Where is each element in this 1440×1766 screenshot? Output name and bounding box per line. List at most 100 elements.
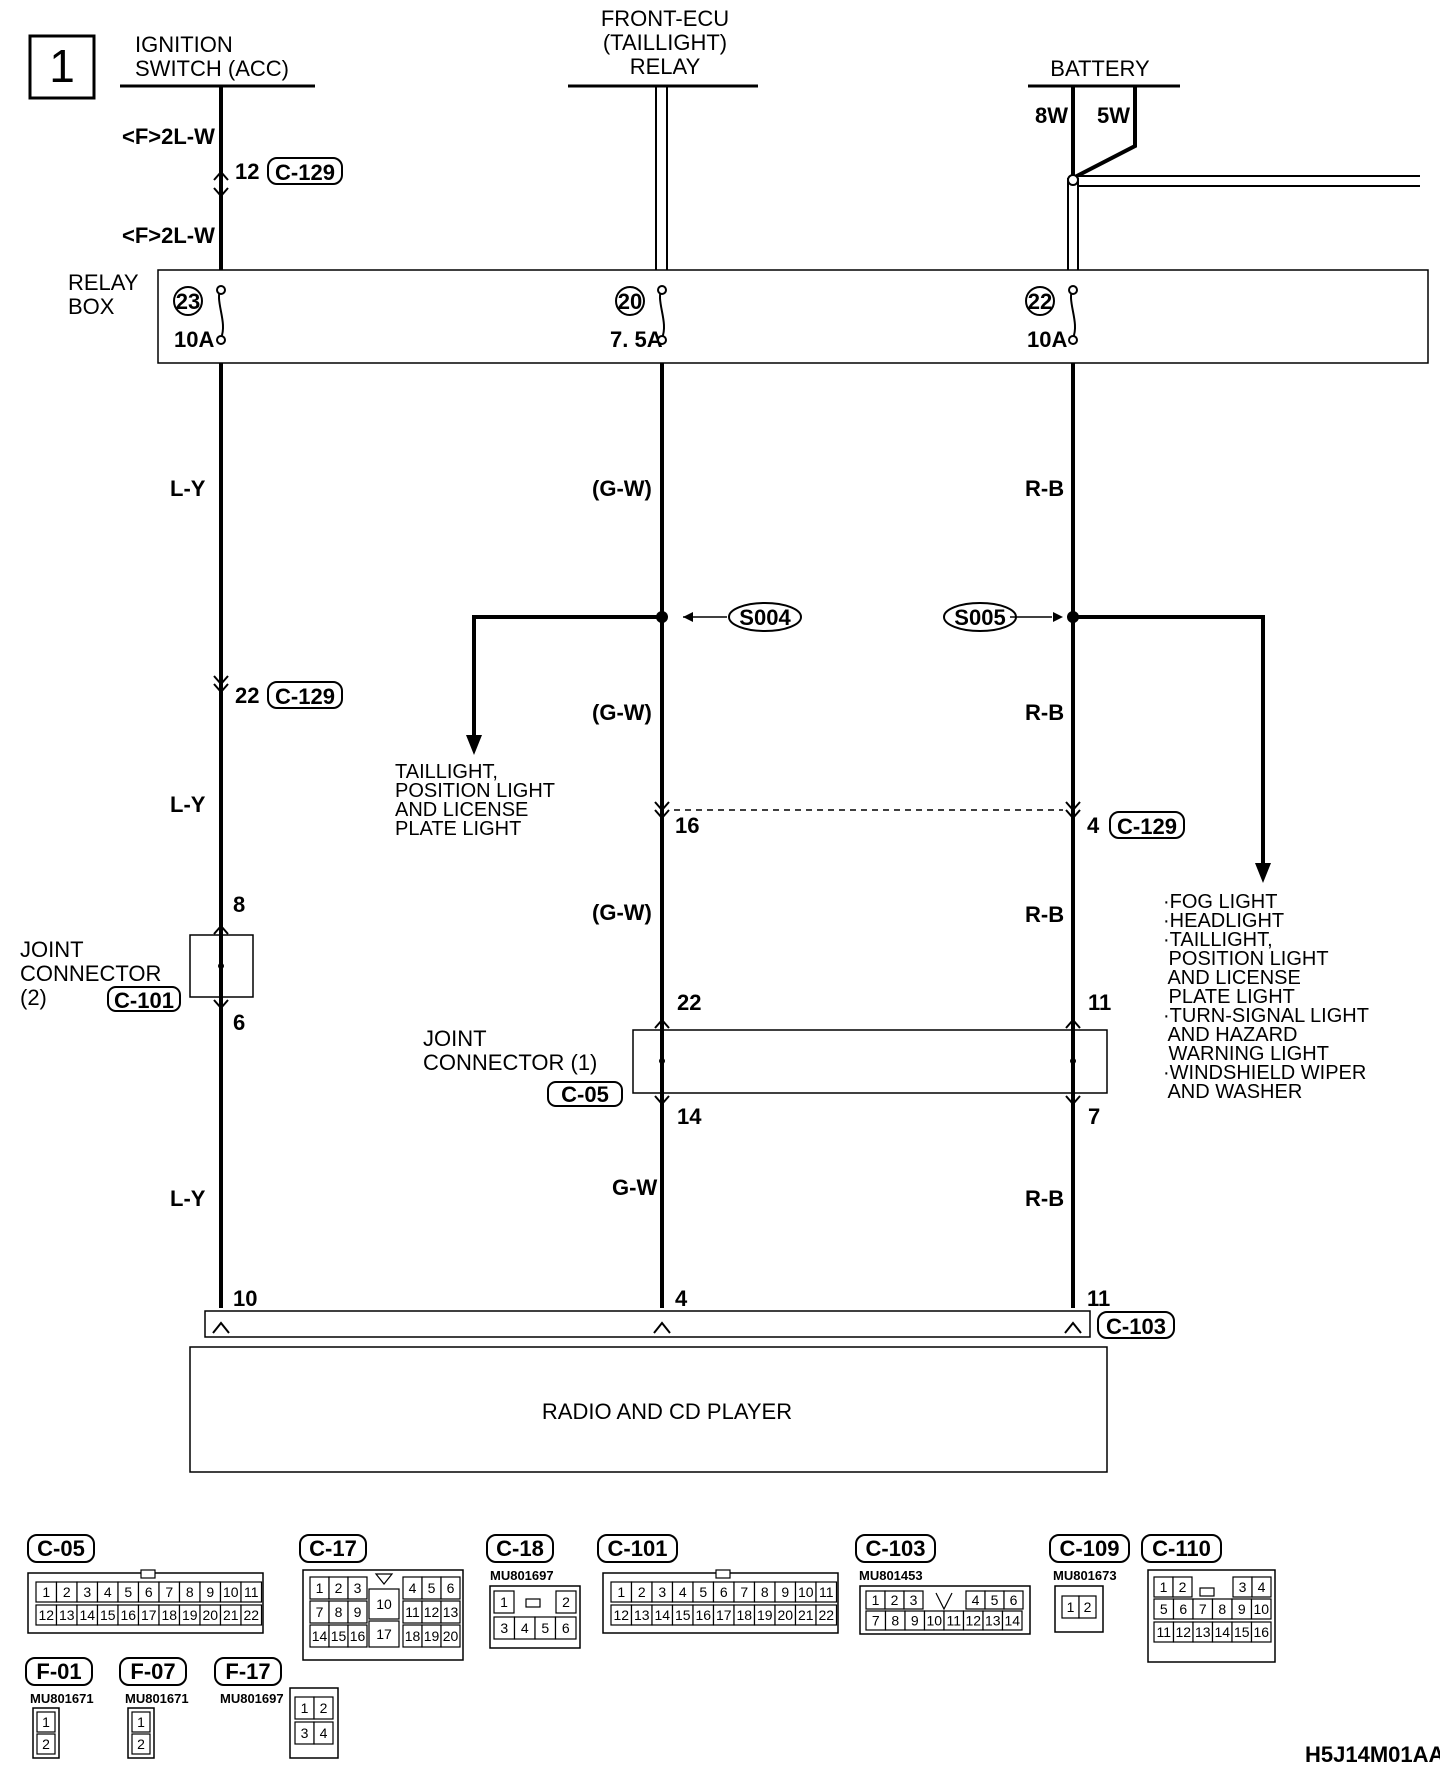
f17-part-number: MU801697 [220, 1691, 284, 1706]
c17-pin-label: 19 [424, 1628, 440, 1644]
f17-pin-label: 4 [320, 1725, 328, 1741]
ignition-switch-source: IGNITION SWITCH (ACC) [120, 32, 315, 88]
battery-branch-6: PLATE LIGHT [1163, 986, 1295, 1008]
c101-pin-label: 19 [757, 1607, 773, 1623]
c05-pin-label: 15 [100, 1607, 116, 1623]
battery-branch-11: AND WASHER [1163, 1081, 1302, 1103]
c17-pin-label: 11 [405, 1604, 420, 1620]
c101-pin-label: 3 [658, 1584, 666, 1600]
f07-pin-label: 1 [137, 1714, 145, 1730]
jc1-label-2: CONNECTOR (1) [423, 1050, 597, 1075]
c103-pin-label: 13 [985, 1613, 1001, 1629]
c103-pin-label: 11 [946, 1613, 961, 1629]
c110-tag-label: C-110 [1152, 1536, 1211, 1561]
c17-pin-label: 17 [376, 1626, 392, 1642]
c17-pin-label: 8 [335, 1604, 343, 1620]
c17-pin-label: 20 [443, 1628, 459, 1644]
c05-cell [240, 1604, 263, 1626]
c103-pin-label: 5 [991, 1592, 999, 1608]
c103-pin-label: 8 [891, 1613, 899, 1629]
c101-pin-label: 4 [679, 1584, 687, 1600]
c17-pin-label: 14 [312, 1628, 328, 1644]
relay-label-1: FRONT-ECU [601, 6, 729, 31]
c101-pin-label: 14 [654, 1607, 670, 1623]
c17-cell [347, 1624, 368, 1648]
battery-branch-2: ·HEADLIGHT [1163, 910, 1284, 932]
relay-box: RELAY BOX [68, 269, 1429, 364]
c17-pin-label: 7 [316, 1604, 324, 1620]
f01-pin-label: 1 [42, 1714, 50, 1730]
c110-pin-label: 1 [1160, 1579, 1168, 1595]
battery-branch-7: ·TURN-SIGNAL LIGHT [1163, 1005, 1369, 1027]
c103-pin-label: 9 [911, 1613, 919, 1629]
c103-cell [1003, 1590, 1024, 1610]
c110-pin-label: 16 [1253, 1624, 1269, 1640]
load-label: RADIO AND CD PLAYER [542, 1399, 792, 1424]
f17-tag-label: F-17 [225, 1659, 270, 1684]
c103-tag [855, 1534, 936, 1563]
c101-pin-label: 9 [781, 1584, 789, 1600]
c129-gw-rb-junction: 16 4 C-129 [654, 801, 1185, 839]
pin-jc2-8: 8 [233, 892, 245, 917]
pin-jc1-22: 22 [677, 990, 701, 1015]
c05-pin-label: 12 [38, 1607, 54, 1623]
c17-cell [368, 1588, 400, 1620]
c05-tag [27, 1534, 95, 1563]
pin-c129-22: 22 [235, 683, 259, 708]
c103-cell [903, 1590, 924, 1610]
f07-cell [131, 1711, 151, 1733]
c17-pin-label: 3 [354, 1580, 362, 1596]
battery-branch-10: ·WINDSHIELD WIPER [1163, 1062, 1366, 1084]
c101-pin-label: 2 [638, 1584, 646, 1600]
figure-code: H5J14M01AA [1305, 1742, 1440, 1766]
gw-wire-code-4: G-W [612, 1175, 657, 1200]
c110-pin-label: 7 [1199, 1601, 1207, 1617]
c110-pin-label: 13 [1195, 1624, 1211, 1640]
c103-pin-label: 7 [872, 1613, 880, 1629]
c18-tag [486, 1534, 554, 1563]
c05-pin-label: 4 [104, 1584, 112, 1600]
c110-pin-label: 10 [1253, 1601, 1269, 1617]
c110-pin-label: 2 [1179, 1579, 1187, 1595]
c05-pin-label: 18 [161, 1607, 177, 1623]
c17-pin-label: 4 [409, 1580, 417, 1596]
battery-wire-8w: 8W [1035, 103, 1068, 128]
c05-pin-label: 7 [165, 1584, 173, 1600]
ly-wire-code-1: L-Y [170, 476, 206, 501]
c103-connector: 10 4 11 C-103 [204, 1286, 1175, 1339]
c103-pin-label: 4 [972, 1592, 980, 1608]
c05-pin-label: 14 [79, 1607, 95, 1623]
c18-tag-label: C-18 [496, 1536, 544, 1561]
c101-pin-label: 17 [716, 1607, 732, 1623]
page-number-box: 1 [28, 34, 96, 100]
splice-s004-label: S004 [739, 605, 791, 630]
f01-part-number: MU801671 [30, 1691, 94, 1706]
c110-cell [1251, 1576, 1272, 1598]
c101-pin-label: 8 [761, 1584, 769, 1600]
relay-double-wire [655, 86, 668, 288]
page-number: 1 [49, 40, 75, 92]
f17-tag [214, 1657, 282, 1686]
fuse-23-rating: 10A [174, 327, 214, 352]
radio-cd-player: RADIO AND CD PLAYER [189, 1346, 1108, 1473]
jc2-label-1: JOINT [20, 937, 84, 962]
pin-c129-16: 16 [675, 813, 699, 838]
c110-cell [1250, 1598, 1272, 1620]
taillight-label-1: TAILLIGHT, [395, 761, 498, 783]
c101-pin-label: 5 [699, 1584, 707, 1600]
f17-cell [313, 1696, 334, 1720]
c05-pin-label: 10 [223, 1584, 239, 1600]
jc2-label-3: (2) [20, 985, 47, 1010]
c101-tag [597, 1534, 678, 1563]
relay-label-3: RELAY [630, 54, 701, 79]
battery-wires [1067, 86, 1420, 1308]
c110-pin-label: 9 [1238, 1601, 1246, 1617]
battery-branch-8: AND HAZARD [1163, 1024, 1297, 1046]
c05-pin-label: 13 [59, 1607, 75, 1623]
c17-cell [368, 1620, 400, 1648]
